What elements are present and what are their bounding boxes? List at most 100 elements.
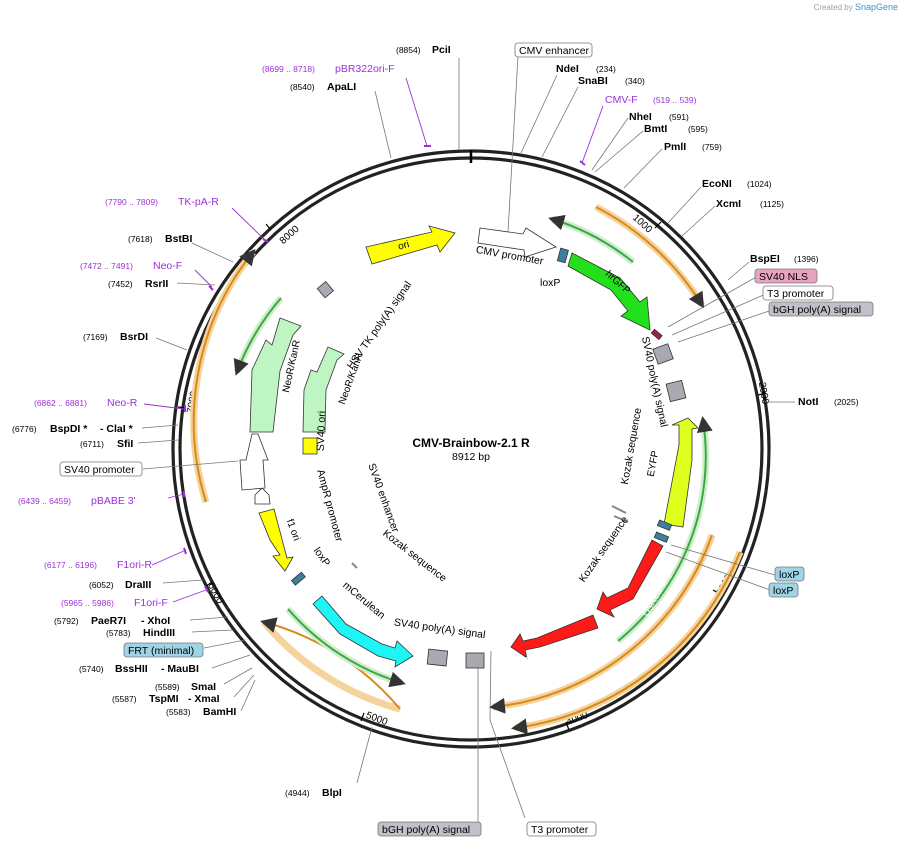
feature-sv40-ori (302, 437, 318, 455)
site-apali: ApaLI (327, 81, 356, 93)
site-maubi: - MauBI (161, 663, 199, 675)
primer-pos-f1ori-r: (6177 .. 6196) (44, 560, 97, 570)
primer-labels: (8699 .. 8718) pBR322ori-F CMV-F (519 ..… (18, 63, 697, 609)
site-pos-snabi: (340) (625, 76, 645, 86)
feature-hsv-tk-polya (316, 280, 335, 299)
box-bgh-polya-1: bGH poly(A) signal (773, 304, 861, 316)
feature-dsred-2 (510, 614, 599, 659)
box-frt-minimal: FRT (minimal) (128, 645, 194, 657)
feature-label-sv40-ori: SV40 ori (315, 411, 328, 452)
site-xcmi: XcmI (716, 198, 741, 210)
site-pos-rsrii: (7452) (108, 279, 133, 289)
feature-sv40-polya-2 (665, 379, 687, 403)
primer-pos-pbr322ori: (8699 .. 8718) (262, 64, 315, 74)
feature-dsred-1 (596, 539, 664, 618)
site-pos-bamhi: (5583) (166, 707, 191, 717)
primer-pos-cmv-f: (519 .. 539) (653, 95, 697, 105)
primer-neo-r: Neo-R (107, 397, 138, 409)
feature-label-mcerulean: mCerulean (340, 579, 387, 621)
feature-label-f1ori: f1 ori (284, 518, 302, 543)
site-pos-noti: (2025) (834, 397, 859, 407)
site-sfii: SfiI (117, 438, 133, 450)
site-rsrii: RsrII (145, 278, 168, 290)
feature-sv40-polya-3 (465, 652, 485, 669)
site-bsrdi: BsrDI (120, 331, 148, 343)
feature-cmv-promoter (477, 227, 557, 258)
primer-pbr322ori: pBR322ori-F (335, 63, 395, 75)
site-bspdi: BspDI * (50, 423, 88, 435)
sites-left: (8540) ApaLI (7618) BstBI (7452) RsrII (… (12, 81, 356, 799)
site-pos-tspmi: (5587) (112, 694, 137, 704)
site-pos-bsshii: (5740) (79, 664, 104, 674)
feature-label-loxp-4: loxP (311, 545, 333, 569)
site-bspei: BspEI (750, 253, 780, 265)
boxed-labels: CMV enhancer SV40 NLS T3 promoter bGH po… (59, 42, 874, 837)
feature-kozak-1 (611, 505, 627, 514)
site-pos-pmli: (759) (702, 142, 722, 152)
site-pos-bmti: (595) (688, 124, 708, 134)
snapgene-credit: Created by SnapGene (814, 2, 898, 12)
primer-neo-f: Neo-F (153, 260, 182, 272)
site-pos-paer7i: (5792) (54, 616, 79, 626)
site-bsshii: BssHII (115, 663, 148, 675)
feature-kozak-3 (351, 562, 358, 569)
feature-kozak-2 (613, 515, 629, 523)
site-pos-sfii: (6711) (80, 439, 104, 449)
site-ndei: NdeI (556, 63, 579, 75)
feature-loxp-4 (290, 571, 306, 586)
site-econi: EcoNI (702, 178, 732, 190)
box-t3-promoter-2: T3 promoter (531, 824, 589, 836)
primer-pos-pbabe: (6439 .. 6459) (18, 496, 71, 506)
primer-lines (143, 77, 604, 603)
site-snabi: SnaBI (578, 75, 608, 87)
site-pos-smai: (5589) (155, 682, 180, 692)
site-blpi: BlpI (322, 787, 342, 799)
site-hindiii: HindIII (143, 627, 175, 639)
primer-tk-pa-r: TK-pA-R (178, 196, 219, 208)
site-pos-ndei: (234) (596, 64, 616, 74)
feature-sv40-nls (650, 328, 663, 341)
orf-arc-mcer-outer (261, 619, 401, 713)
orf-arcs (190, 203, 744, 735)
primer-f1ori-f: F1ori-F (134, 597, 168, 609)
box-t3-promoter-1: T3 promoter (767, 288, 825, 300)
feature-neokanr-inner (302, 346, 345, 433)
site-pmli: PmlI (664, 141, 686, 153)
feature-ori (365, 225, 456, 265)
site-pcii: PciI (432, 44, 451, 56)
feature-sv40-promoter (239, 433, 269, 491)
feature-label-kozak-2: Kozak sequence (577, 514, 631, 585)
site-pos-xcmi: (1125) (760, 199, 784, 209)
site-clai: - ClaI * (100, 423, 134, 435)
box-cmv-enhancer: CMV enhancer (519, 45, 590, 57)
box-loxp-2: loxP (773, 585, 793, 597)
primer-pos-f1ori-f: (5965 .. 5986) (61, 598, 114, 608)
feature-loxp-2 (656, 519, 673, 531)
box-bgh-polya-2: bGH poly(A) signal (382, 824, 470, 836)
feature-label-kozak-1: Kozak sequence (619, 407, 644, 486)
primer-pos-tk-pa-r: (7790 .. 7809) (105, 197, 158, 207)
site-pos-draiii: (6052) (89, 580, 114, 590)
site-pos-hindiii: (5783) (106, 628, 131, 638)
plasmid-name: CMV-Brainbow-2.1 R (412, 436, 530, 450)
feature-loxp-1 (556, 247, 569, 264)
site-noti: NotI (798, 396, 818, 408)
feature-ampr-promoter (254, 487, 271, 505)
box-loxp-1: loxP (779, 569, 799, 581)
feature-eyfp (663, 417, 699, 528)
feature-label-eyfp: EYFP (646, 450, 661, 478)
snapgene-logo: SnapGene (854, 2, 898, 12)
tick-label-2000: 2000 (756, 381, 771, 405)
site-smai: SmaI (191, 681, 216, 693)
feature-neokanr-outer (249, 317, 302, 433)
site-bstbi: BstBI (165, 233, 193, 245)
primer-pos-neo-r: (6862 .. 6881) (34, 398, 87, 408)
primer-pos-neo-f: (7472 .. 7491) (80, 261, 133, 271)
site-pos-bstbi: (7618) (128, 234, 153, 244)
site-pos-pcii: (8854) (396, 45, 421, 55)
feature-sv40-polya-1 (652, 343, 674, 365)
feature-label-ampr-promoter: AmpR promoter (314, 468, 345, 543)
feature-loxp-3 (653, 531, 670, 543)
feature-label-ori: ori (397, 239, 411, 253)
